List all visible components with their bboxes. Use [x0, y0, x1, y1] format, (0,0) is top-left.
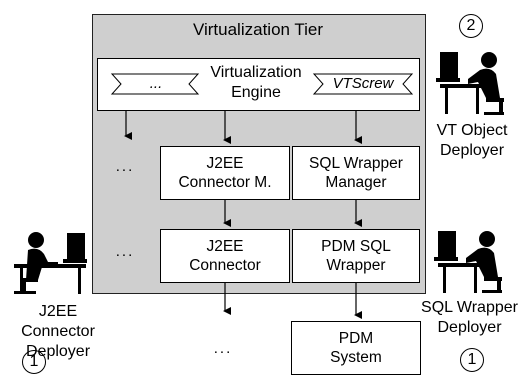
engine-right-tag-label: VTScrew: [332, 75, 394, 92]
virtualization-engine-label: Virtualization Engine: [210, 64, 302, 101]
sql-wrapper-deployer-label: SQL Wrapper Deployer: [421, 299, 518, 336]
ellipsis-row2: ...: [115, 243, 135, 260]
vt-object-deployer-label: VT Object Deployer: [436, 122, 508, 159]
ellipsis-row1: ...: [115, 158, 135, 175]
sql-wrapper-deployer-step-number: 1: [460, 348, 484, 372]
j2ee-connector-deployer-step-number: 1: [22, 350, 46, 374]
virtualization-tier-title: Virtualization Tier: [192, 20, 324, 39]
pdm-system-box: PDM System: [291, 321, 421, 375]
vt-object-deployer-step-number: 2: [459, 14, 483, 38]
engine-left-tag: [110, 73, 200, 95]
sql-wrapper-manager-box: SQL Wrapper Manager: [292, 146, 420, 200]
j2ee-connector-deployer-label: J2EE Connector Deployer: [21, 303, 95, 360]
sql-wrapper-deployer-icon: [434, 231, 502, 293]
vt-object-deployer-icon: [436, 52, 504, 115]
pdm-sql-wrapper-box: PDM SQL Wrapper: [292, 229, 420, 283]
engine-left-tag-label: ...: [149, 75, 163, 92]
engine-right-tag: [312, 73, 414, 95]
j2ee-connector-deployer-icon: [14, 232, 87, 294]
j2ee-connector-manager-box: J2EE Connector M.: [160, 146, 290, 200]
ellipsis-bottom: ...: [213, 340, 233, 357]
j2ee-connector-box: J2EE Connector: [160, 229, 290, 283]
